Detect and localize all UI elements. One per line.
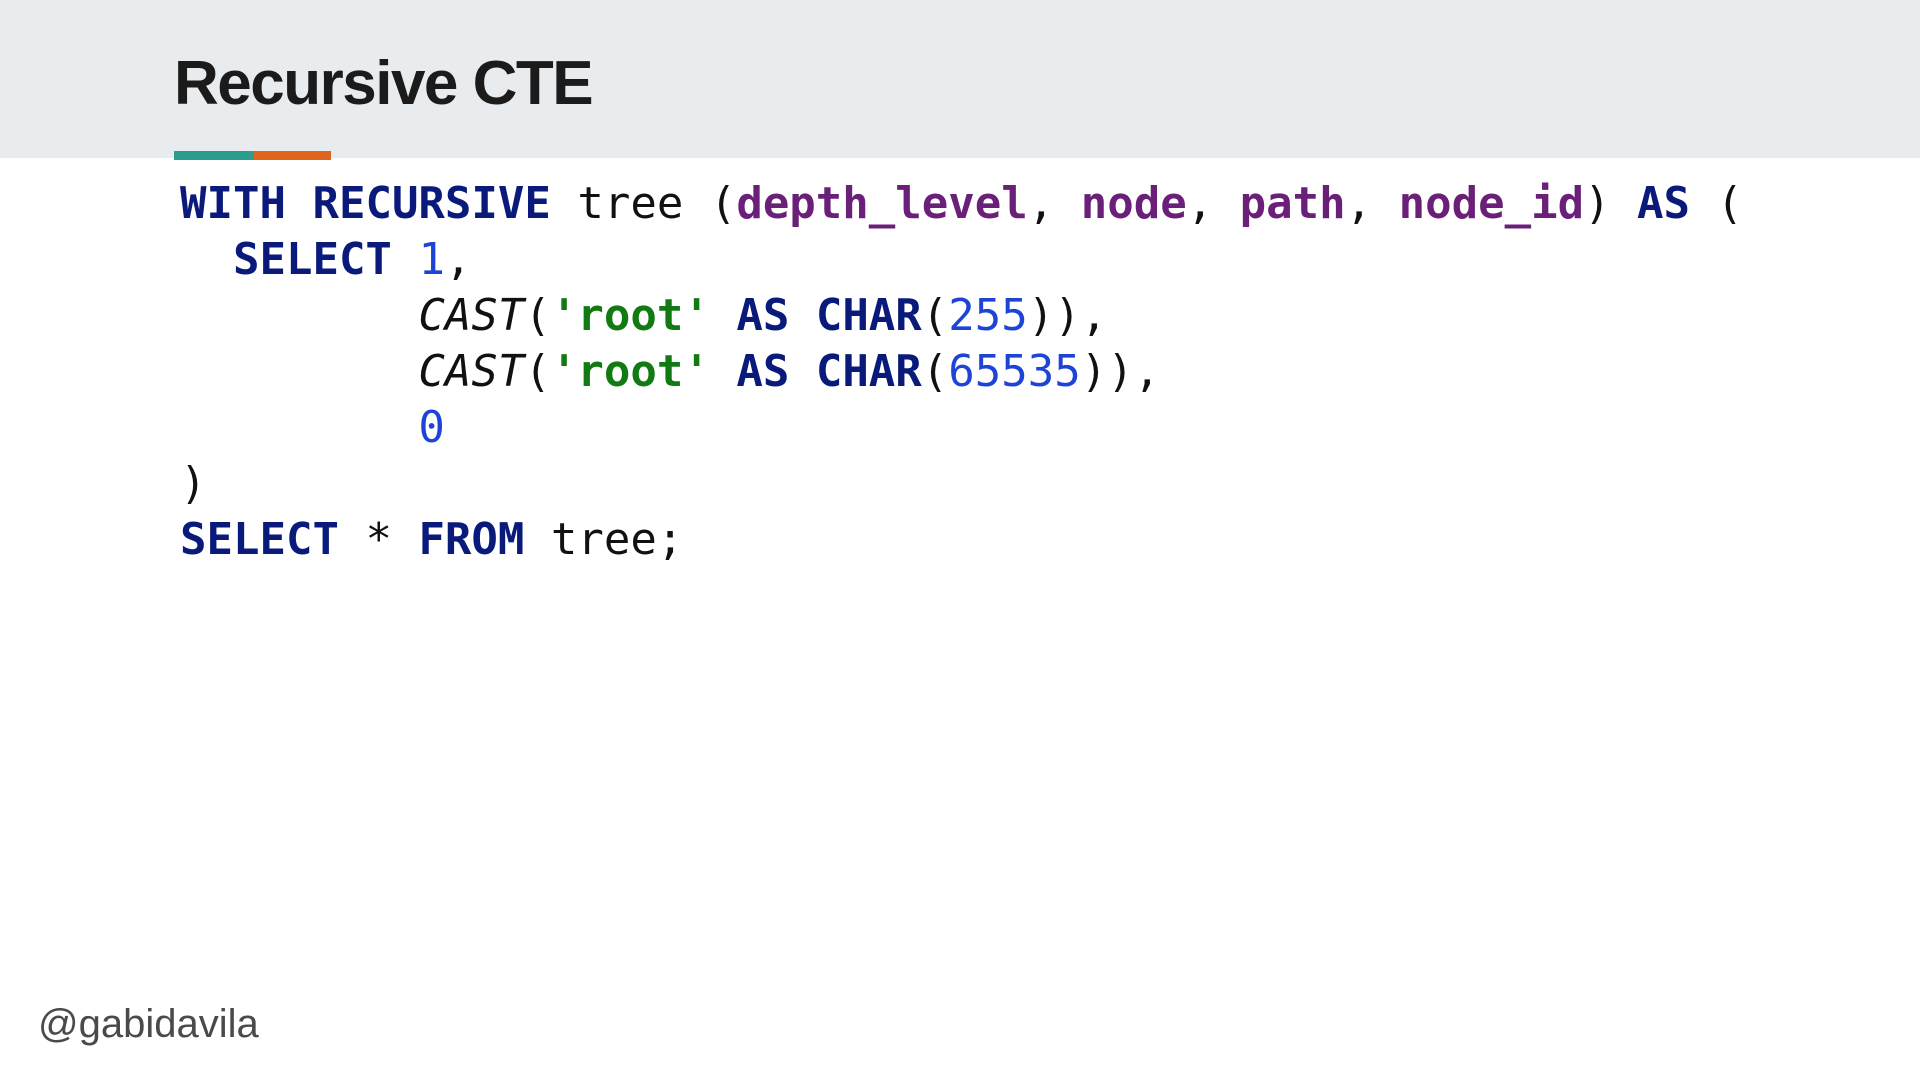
code-punct: ( [921,290,949,341]
code-indent [180,234,233,285]
code-keyword: RECURSIVE [312,178,551,229]
code-column: node [1080,178,1187,229]
code-function: CAST [418,290,525,341]
code-line-3: CAST('root' AS CHAR(255)), [180,288,1743,344]
code-number: 65535 [948,346,1081,397]
code-string: 'root' [550,346,710,397]
code-punct: * [338,514,419,565]
code-punct: ( [921,346,949,397]
code-keyword: SELECT [232,234,392,285]
code-number: 255 [948,290,1028,341]
code-keyword: AS [736,346,790,397]
code-function: CAST [418,346,525,397]
code-keyword: CHAR [815,290,922,341]
code-punct: , [1345,178,1399,229]
code-punct: ( [1690,178,1744,229]
code-keyword: FROM [418,514,525,565]
code-space [789,290,816,341]
code-line-1: WITH RECURSIVE tree (depth_level, node, … [180,176,1743,232]
code-string: 'root' [550,290,710,341]
code-column: path [1239,178,1346,229]
code-punct: , [1186,178,1240,229]
code-line-7: SELECT * FROM tree; [180,512,1743,568]
code-space [789,346,816,397]
header-band [0,0,1920,158]
code-punct: ( [524,346,551,397]
code-punct: ) [180,458,207,509]
code-indent [180,402,418,453]
code-keyword: AS [736,290,790,341]
code-line-4: CAST('root' AS CHAR(65535)), [180,344,1743,400]
code-column: node_id [1398,178,1585,229]
code-space [710,346,737,397]
accent-bar-orange [254,151,331,160]
code-indent [180,346,418,397]
code-punct: ( [524,290,551,341]
code-block: WITH RECURSIVE tree (depth_level, node, … [180,176,1743,568]
author-handle: @gabidavila [38,1002,259,1046]
code-line-5: 0 [180,400,1743,456]
code-punct: , [1027,178,1081,229]
code-number: 1 [418,234,445,285]
accent-bar-teal [174,151,254,160]
code-indent [180,290,418,341]
code-number: 0 [418,402,445,453]
code-punct: )), [1080,346,1161,397]
code-punct: )), [1027,290,1108,341]
code-keyword: WITH [180,178,286,229]
code-line-6: ) [180,456,1743,512]
code-column: depth_level [736,178,1028,229]
code-line-2: SELECT 1, [180,232,1743,288]
code-text: tree ( [550,178,737,229]
code-keyword: CHAR [815,346,922,397]
code-punct: , [444,234,472,285]
code-keyword: SELECT [180,514,339,565]
slide-title: Recursive CTE [174,49,594,118]
code-space [392,234,419,285]
code-space [710,290,737,341]
code-keyword: AS [1637,178,1691,229]
code-text: tree; [524,514,684,565]
code-punct: ) [1584,178,1638,229]
